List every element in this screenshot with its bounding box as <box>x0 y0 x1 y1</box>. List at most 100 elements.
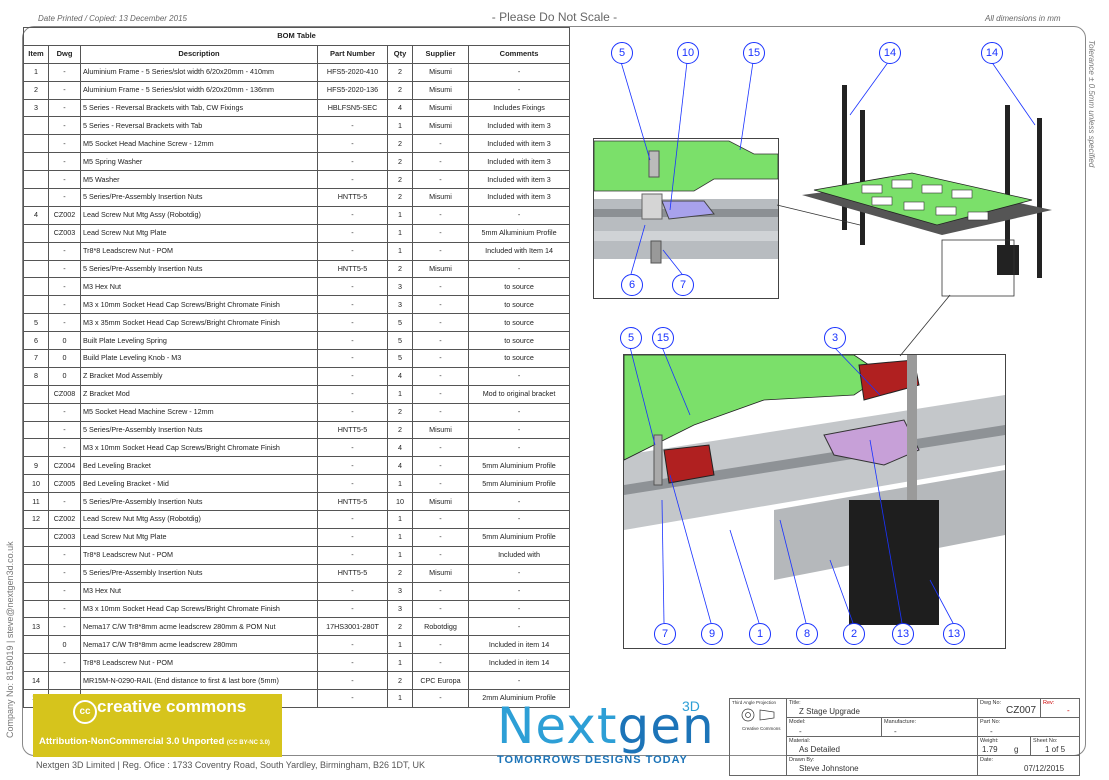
bom-cell: HFS5-2020-410 <box>317 62 388 82</box>
callout-8: 8 <box>796 623 818 645</box>
bom-cell: - <box>412 241 469 261</box>
bom-cell: 1 <box>387 635 413 655</box>
bom-col-part-number: Part Number <box>317 44 388 64</box>
sheet-cell: Sheet No:1 of 5 <box>1030 736 1080 756</box>
callout-15: 15 <box>743 42 765 64</box>
bom-cell: 1 <box>387 116 413 136</box>
bom-cell: 2 <box>387 188 413 207</box>
projection-box: Third Angle Projection Creative Commons <box>729 698 787 776</box>
bom-cell <box>23 563 49 583</box>
bom-cell: Misumi <box>412 563 469 583</box>
bom-cell: CPC Europa <box>412 671 469 690</box>
bom-title: BOM Table <box>22 27 571 46</box>
bom-cell: - <box>48 259 81 279</box>
bom-cell: 12 <box>23 510 49 529</box>
bom-cell: Misumi <box>412 259 469 279</box>
bom-cell: Misumi <box>412 188 469 207</box>
rail-right-back <box>1005 105 1010 245</box>
bom-cell: - <box>317 545 388 565</box>
bom-cell: - <box>317 384 388 404</box>
bom-cell: - <box>48 277 81 297</box>
bom-cell: HNTT5-5 <box>317 492 388 512</box>
bom-cell: - <box>467 617 571 637</box>
table-row: -Tr8*8 Leadscrew Nut - POM-1-Included wi… <box>23 241 571 261</box>
cc-license-badge[interactable]: cc creative commons Attribution-NonComme… <box>33 694 282 757</box>
cc-brand: creative commons <box>97 697 247 716</box>
bom-cell: Built Plate Leveling Spring <box>80 331 318 351</box>
bom-cell: Misumi <box>412 80 469 100</box>
bom-cell: CZ005 <box>48 474 81 494</box>
bom-cell: - <box>412 313 469 333</box>
table-row: -M5 Washer-2-Included with item 3 <box>23 170 571 190</box>
bom-cell: - <box>317 456 388 476</box>
callout-3: 3 <box>824 327 846 349</box>
brand-tagline: TOMORROWS DESIGNS TODAY <box>497 754 688 766</box>
detail-drawing-bottom <box>624 355 1005 625</box>
bom-cell: - <box>317 205 388 225</box>
bom-cell: - <box>317 223 388 243</box>
bom-cell: Misumi <box>412 116 469 136</box>
bom-cell: CZ002 <box>48 205 81 225</box>
callout-5: 5 <box>611 42 633 64</box>
bom-cell: 7 <box>23 349 49 368</box>
bom-cell: CZ008 <box>48 384 81 404</box>
bom-cell: - <box>412 384 469 404</box>
table-row: 5-M3 x 35mm Socket Head Cap Screws/Brigh… <box>23 313 571 333</box>
bom-cell: - <box>48 492 81 512</box>
bom-cell: 2 <box>387 617 413 637</box>
bom-cell: - <box>317 402 388 422</box>
table-row: -M5 Socket Head Machine Screw - 12mm-2-I… <box>23 134 571 154</box>
bom-cell: - <box>467 599 571 619</box>
bom-cell: Aluminium Frame - 5 Series/slot width 6/… <box>80 80 318 100</box>
bom-cell: - <box>48 188 81 207</box>
screw-with-spring <box>653 434 663 486</box>
title-cell: Title:Z Stage Upgrade <box>786 698 978 718</box>
bom-cell: - <box>467 492 571 512</box>
bom-cell: - <box>48 617 81 637</box>
bom-cell: 4 <box>387 438 413 458</box>
table-row: -M3 Hex Nut-3-to source <box>23 277 571 297</box>
bom-cell: HNTT5-5 <box>317 188 388 207</box>
bom-col-supplier: Supplier <box>412 44 469 64</box>
scale-note: - Please Do Not Scale - <box>491 10 618 24</box>
bom-cell: - <box>48 80 81 100</box>
table-row: 3-5 Series - Reversal Brackets with Tab,… <box>23 98 571 118</box>
dimensions-note: All dimensions in mm <box>985 14 1061 23</box>
table-row: 1-Aluminium Frame - 5 Series/slot width … <box>23 62 571 82</box>
bom-cell: 2 <box>387 259 413 279</box>
bom-cell: 0 <box>48 349 81 368</box>
bom-cell: 5mm Aluminium Profile <box>467 456 571 476</box>
bom-cell: 5 <box>387 349 413 368</box>
bom-cell: 2 <box>387 671 413 690</box>
brand-name: Nextgen <box>497 697 715 755</box>
leveling-knob <box>650 240 662 264</box>
rail-face <box>594 231 778 241</box>
bom-cell: - <box>412 545 469 565</box>
bom-cell: 4 <box>387 98 413 118</box>
bom-cell: - <box>48 438 81 458</box>
bom-cell: to source <box>467 331 571 351</box>
bom-cell: 5 Series - Reversal Brackets with Tab, C… <box>80 98 318 118</box>
nextgen-logo: Nextgen 3D TOMORROWS DESIGNS TODAY <box>497 697 715 766</box>
rev-cell: Rev:- <box>1040 698 1080 718</box>
bom-cell: 1 <box>387 384 413 404</box>
bom-cell: Nema17 C/W Tr8*8mm acme leadscrew 280mm <box>80 635 318 655</box>
bom-cell: HNTT5-5 <box>317 563 388 583</box>
bom-cell: 4 <box>23 205 49 225</box>
bom-cell: - <box>317 170 388 190</box>
nema17-motor <box>849 500 939 625</box>
bom-cell: 1 <box>387 241 413 261</box>
bom-cell: HNTT5-5 <box>317 259 388 279</box>
bom-cell: - <box>412 527 469 547</box>
bom-cell: 1 <box>23 62 49 82</box>
bom-cell: 11 <box>23 492 49 512</box>
bom-cell: 2 <box>387 80 413 100</box>
table-row: -M5 Spring Washer-2-Included with item 3 <box>23 152 571 172</box>
